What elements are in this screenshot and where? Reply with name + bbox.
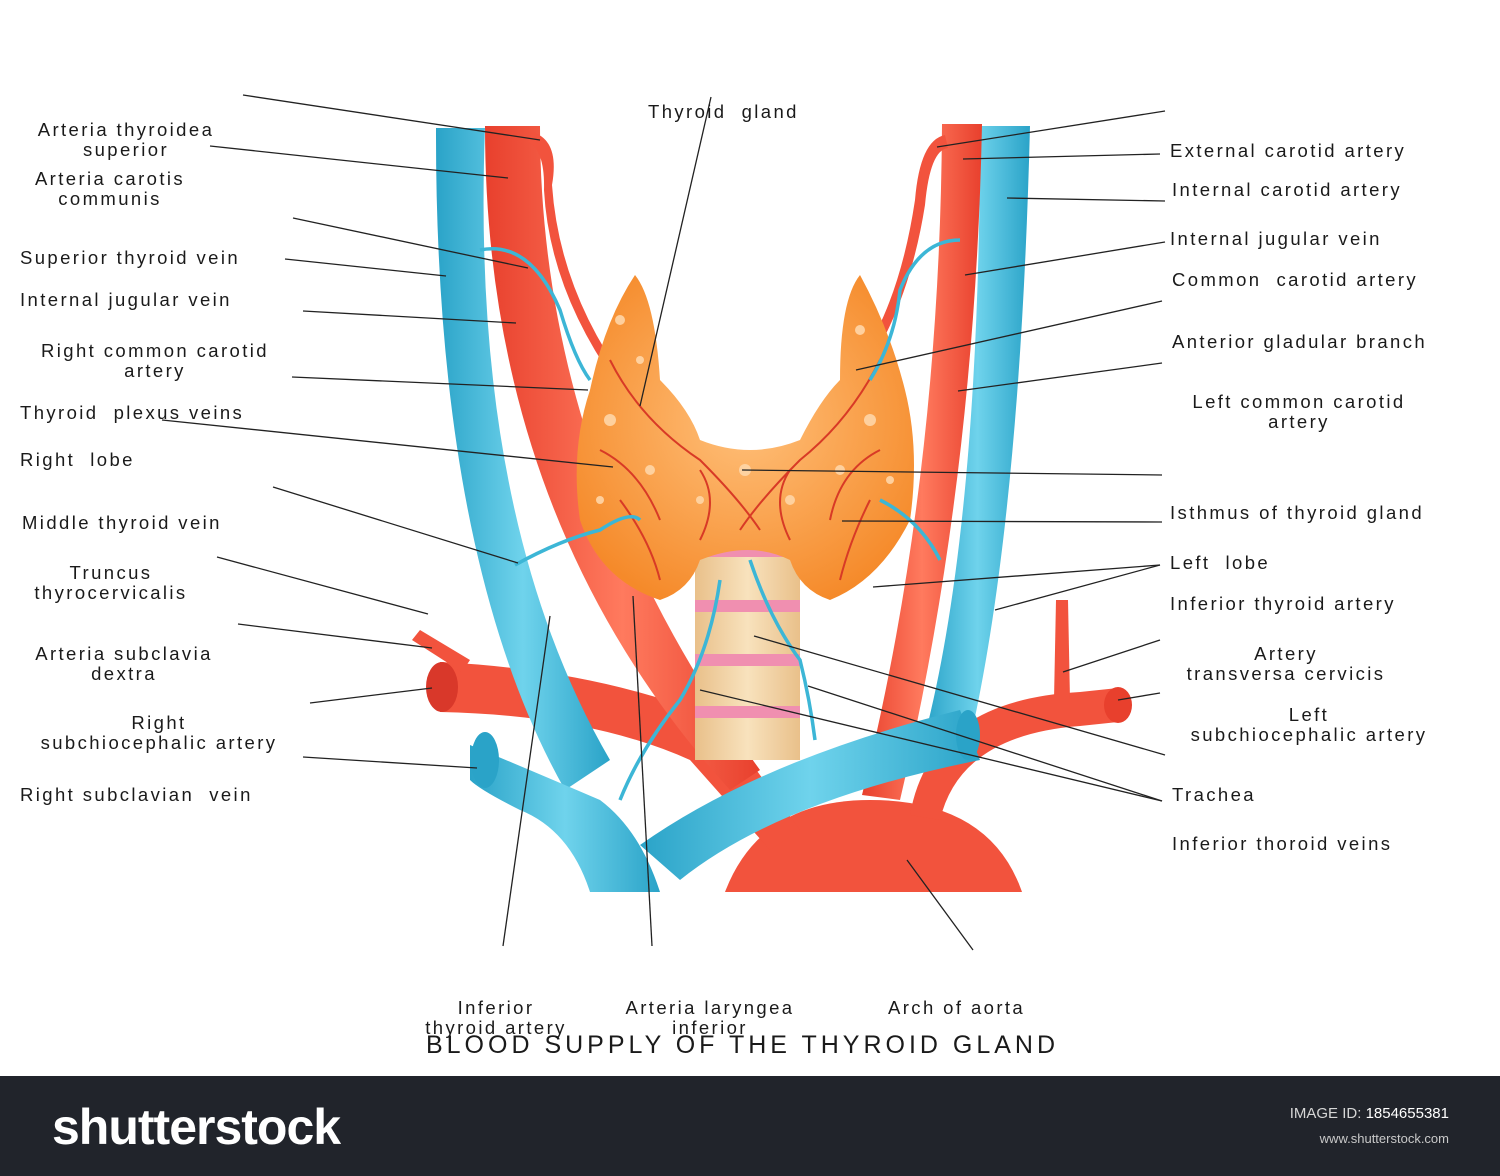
- label-internal-jugular-vein-left: Internal jugular vein: [1170, 228, 1382, 249]
- label-common-carotid-artery: Common carotid artery: [1172, 269, 1419, 290]
- label-external-carotid-artery: External carotid artery: [1170, 140, 1407, 161]
- site-url[interactable]: www.shutterstock.com: [1319, 1131, 1449, 1146]
- left-subclavian-artery-end: [1104, 687, 1132, 723]
- right-common-carotid-shape: [485, 126, 760, 790]
- right-subchiocephalic-artery-end: [426, 662, 458, 712]
- left-common-carotid-shape: [862, 124, 982, 800]
- stock-footer-bar: shutterstock IMAGE ID: 1854655381 www.sh…: [0, 1076, 1500, 1176]
- image-id-label: IMAGE ID:: [1289, 1105, 1362, 1122]
- label-arch-of-aorta: Arch of aorta: [888, 997, 1026, 1018]
- label-isthmus-of-thyroid-gland: Isthmus of thyroid gland: [1170, 502, 1425, 523]
- trachea-shape: [695, 530, 800, 760]
- label-inferior-thoroid-veins: Inferior thoroid veins: [1172, 833, 1393, 854]
- image-id-value: 1854655381: [1365, 1105, 1449, 1122]
- left-internal-jugular-vein-shape: [925, 126, 1030, 740]
- label-right-subclavian-vein: Right subclavian vein: [20, 784, 253, 805]
- shutterstock-logo[interactable]: shutterstock: [52, 1099, 341, 1155]
- right-subclavian-vein-shape: [470, 745, 660, 892]
- image-id: IMAGE ID: 1854655381: [1290, 1105, 1449, 1122]
- left-subclavian-vertical-branch: [1054, 600, 1070, 700]
- left-subclavian-artery-shape: [910, 688, 1118, 820]
- label-internal-jugular-vein-right: Internal jugular vein: [20, 289, 232, 310]
- arch-of-aorta-shape: [725, 800, 1022, 892]
- label-superior-thyroid-vein: Superior thyroid vein: [20, 247, 241, 268]
- label-inferior-thyroid-artery-right: Inferior thyroid artery: [1170, 593, 1396, 614]
- diagram-title: BLOOD SUPPLY OF THE THYROID GLAND: [425, 1031, 1060, 1059]
- right-internal-jugular-vein-shape: [435, 128, 610, 790]
- left-brachiocephalic-vein-shape: [640, 710, 980, 880]
- left-superior-thyroid-artery-shape: [860, 135, 948, 366]
- label-thyroid-gland: Thyroid gland: [648, 101, 799, 122]
- label-trachea: Trachea: [1172, 784, 1256, 805]
- thyroid-vessels: [599, 359, 881, 581]
- thyroid-blood-supply-illustration: [161, 94, 1166, 951]
- thyroid-follicles: [596, 315, 894, 505]
- label-middle-thyroid-vein: Middle thyroid vein: [22, 512, 222, 533]
- thyroid-veins: [479, 238, 961, 801]
- left-brachiocephalic-vein-end: [956, 710, 980, 760]
- label-thyroid-plexus-veins: Thyroid plexus veins: [20, 402, 245, 423]
- label-anterior-gladular-branch: Anterior gladular branch: [1172, 331, 1428, 352]
- leader-lines: [161, 94, 1166, 951]
- label-left-lobe: Left lobe: [1170, 552, 1271, 573]
- right-subclavian-small-branch: [412, 630, 470, 672]
- right-subclavian-vein-end: [471, 732, 499, 788]
- label-internal-carotid-artery: Internal carotid artery: [1172, 179, 1403, 200]
- label-right-lobe: Right lobe: [20, 449, 135, 470]
